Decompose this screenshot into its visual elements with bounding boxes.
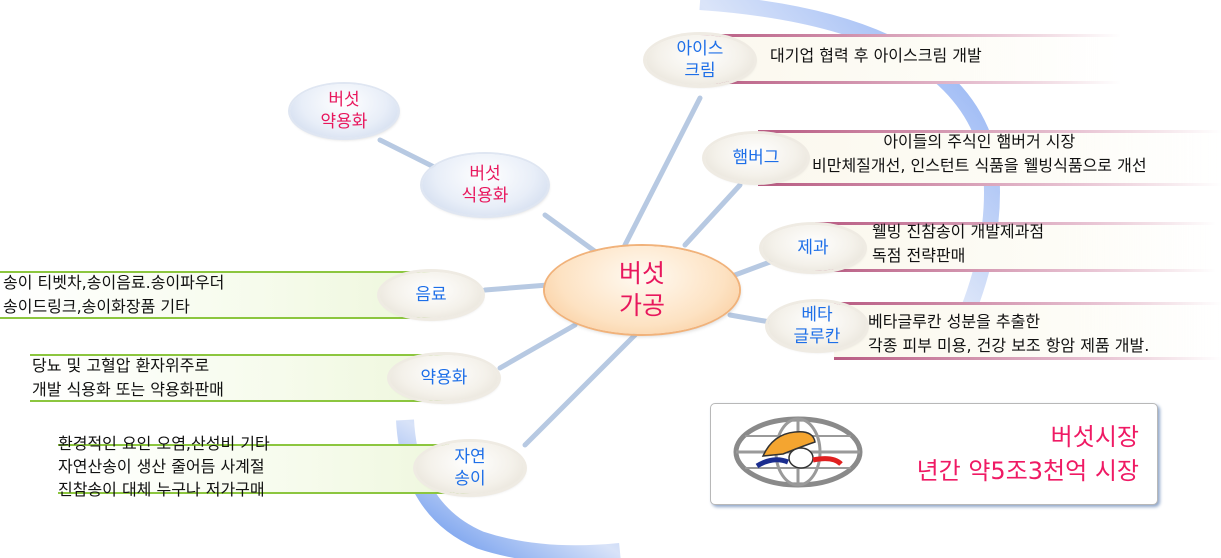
node-hamburger: 햄버그: [705, 134, 807, 182]
desc-line: 베타글루칸 성분을 추출한: [868, 312, 1041, 331]
node-label: 제과: [797, 238, 829, 258]
desc-line: 독점 전략판매: [872, 246, 966, 265]
node-bakery: 제과: [762, 225, 864, 271]
band-drink: [0, 271, 430, 319]
node-label: 버섯: [328, 90, 360, 110]
icecream-description: 대기업 협력 후 아이스크림 개발: [770, 44, 982, 68]
desc-line: 개발 식용화 또는 약용화판매: [32, 380, 224, 399]
node-label: 가공: [618, 291, 665, 320]
node-label: 버섯: [469, 164, 501, 184]
node-label: 자연: [454, 447, 486, 467]
desc-line: 웰빙 진참송이 개발제과점: [872, 222, 1045, 241]
band-betaglucan: [834, 302, 1221, 360]
connector-medicine: [497, 322, 578, 371]
market-size-value: 년간 약5조3천억 시장: [916, 457, 1139, 485]
connector-hamburger: [682, 182, 743, 248]
desc-line: 송이 티벳차,송이음료.송이파우더: [3, 273, 225, 292]
betaglucan-description: 베타글루칸 성분을 추출한 각종 피부 미용, 건강 보조 항암 제품 개발.: [868, 310, 1149, 358]
natural-description: 환경적인 요인 오염,산성비 기타 자연산송이 생산 줄어듬 사계절 진참송이 …: [58, 432, 270, 501]
band-icecream: [700, 34, 1120, 84]
node-label: 약용화: [320, 112, 368, 132]
node-label: 송이: [454, 469, 486, 489]
desc-line: 송이드링크,송이화장품 기타: [3, 297, 190, 316]
connector-icecream: [622, 95, 703, 248]
band-bakery: [815, 222, 1215, 272]
band-medicine: [30, 354, 445, 402]
market-size-box: 버섯시장 년간 약5조3천억 시장: [710, 403, 1158, 505]
bakery-description: 웰빙 진참송이 개발제과점 독점 전략판매: [872, 220, 1044, 268]
node-medicine: 약용화: [390, 355, 498, 401]
desc-line: 비만체질개선, 인스턴트 식품을 웰빙식품으로 개선: [812, 156, 1147, 175]
node-label: 크림: [684, 61, 716, 81]
desc-line: 자연산송이 생산 줄어듬 사계절: [58, 457, 265, 476]
desc-line: 아이들의 주식인 햄버거 시장: [883, 132, 1076, 151]
connector-drink: [482, 282, 551, 293]
connector-edible: [542, 212, 603, 258]
desc-line: 환경적인 요인 오염,산성비 기타: [58, 434, 270, 453]
desc-line: 진참송이 대체 누구나 저가구매: [58, 480, 265, 499]
connector-natural: [522, 332, 638, 448]
node-label: 버섯: [618, 259, 665, 288]
mushroom-globe-logo-icon: [733, 416, 863, 488]
band-hamburger: [758, 130, 1221, 186]
connector-betaglucan: [727, 312, 773, 325]
drink-description: 송이 티벳차,송이음료.송이파우더 송이드링크,송이화장품 기타: [3, 271, 224, 319]
market-title: 버섯시장: [1050, 423, 1139, 451]
market-size-text: 버섯시장 년간 약5조3천억 시장: [917, 420, 1139, 488]
node-label: 약용화: [420, 368, 468, 388]
node-label: 음료: [415, 285, 447, 305]
node-label: 식용화: [461, 186, 509, 206]
node-drink: 음료: [380, 272, 482, 318]
hamburger-description: 아이들의 주식인 햄버거 시장 비만체질개선, 인스턴트 식품을 웰빙식품으로 …: [812, 130, 1147, 178]
node-label: 햄버그: [732, 148, 780, 168]
band-natural: [58, 444, 470, 494]
medicine-description: 당뇨 및 고혈압 환자위주로 개발 식용화 또는 약용화판매: [32, 354, 224, 402]
connector-medicinal: [377, 137, 443, 173]
connector-bakery: [732, 259, 773, 278]
node-label: 글루칸: [793, 327, 841, 347]
desc-line: 각종 피부 미용, 건강 보조 항암 제품 개발.: [868, 336, 1150, 355]
desc-line: 대기업 협력 후 아이스크림 개발: [770, 46, 982, 65]
node-label: 아이스: [676, 39, 724, 59]
desc-line: 당뇨 및 고혈압 환자위주로: [32, 356, 210, 375]
node-label: 베타: [801, 305, 833, 325]
